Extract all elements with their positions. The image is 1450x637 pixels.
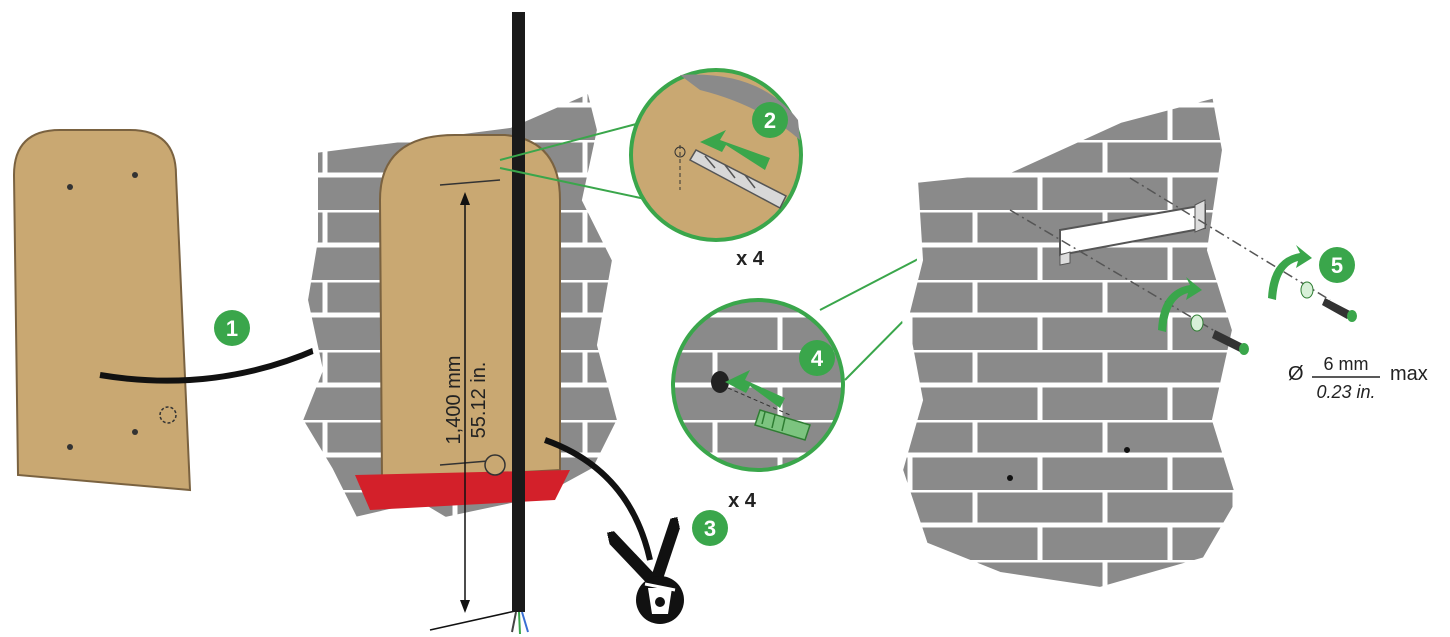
loose-template	[12, 129, 192, 492]
drill-arrow	[700, 130, 770, 170]
drill-zoom-lines	[499, 122, 651, 201]
screw-axis-lines	[1009, 177, 1331, 341]
mounting-bracket	[1059, 199, 1206, 266]
dimension-imperial-label: 55.12 in.	[468, 362, 490, 439]
svg-text:3: 3	[704, 516, 716, 541]
right-wall	[896, 91, 1244, 594]
step-5-badge: 5	[1319, 247, 1355, 283]
screw-imperial: 0.23 in.	[1316, 382, 1375, 402]
dimension-metric-label: 1,400 mm	[443, 356, 465, 445]
rotate-arrow-icon-2	[1268, 245, 1312, 300]
step-4-badge: 4	[799, 340, 835, 376]
step-2-badge: 2	[752, 102, 788, 138]
plug-quantity: x 4	[728, 490, 757, 512]
step-3-badge: 3	[692, 510, 728, 546]
discard-level-arrow	[544, 437, 650, 560]
svg-text:2: 2	[764, 108, 776, 133]
svg-text:4: 4	[811, 346, 824, 371]
rotate-arrow-icon	[1158, 277, 1202, 332]
screw-icon	[1190, 314, 1249, 355]
height-dimension	[429, 192, 521, 631]
wall-plug-icon	[754, 409, 811, 441]
drill-detail	[629, 68, 803, 242]
screw-spec: Ø 6 mm 0.23 in. max	[1288, 354, 1428, 402]
svg-text:5: 5	[1331, 253, 1343, 278]
screw-max: max	[1390, 363, 1428, 385]
drill-quantity: x 4	[736, 248, 765, 270]
diameter-symbol: Ø	[1288, 363, 1304, 385]
svg-text:1: 1	[226, 316, 238, 341]
screw-metric: 6 mm	[1324, 354, 1369, 374]
plug-arrow	[725, 370, 785, 408]
screw-icon-2	[1300, 281, 1357, 322]
drill-bit-icon	[688, 149, 788, 210]
step-1-badge: 1	[214, 310, 250, 346]
plug-detail	[671, 298, 845, 472]
power-cable	[511, 12, 529, 635]
recycle-bin-icon	[636, 576, 684, 624]
